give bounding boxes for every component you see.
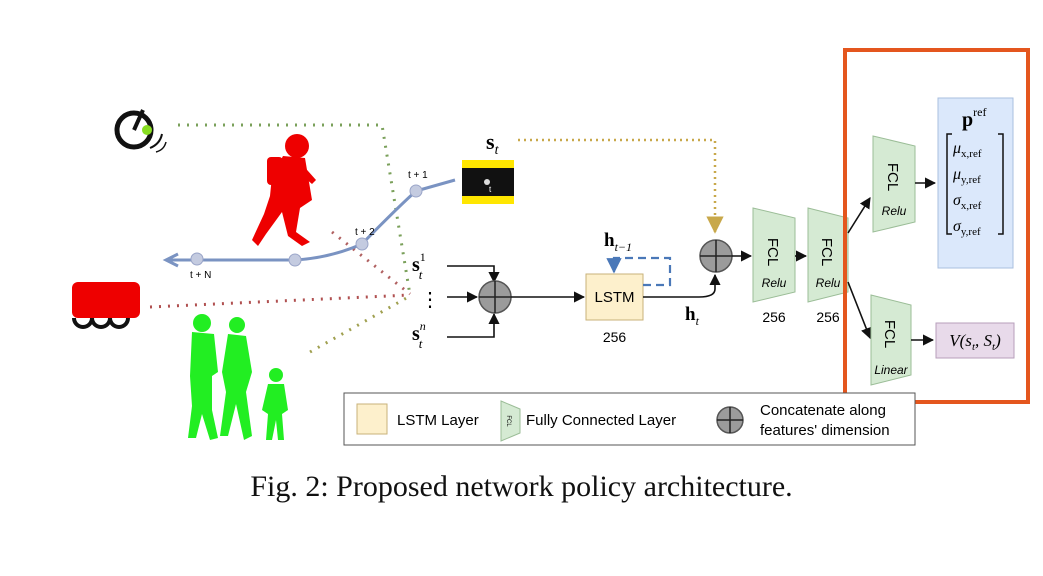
fcl2-size: 256 (816, 309, 840, 325)
legend-lstm-swatch (356, 403, 388, 435)
architecture-diagram: t + 1 t + 2 t + N (72, 48, 1030, 446)
traj-label-tN: t + N (190, 270, 211, 281)
arrow-s1-to-concat (447, 265, 500, 284)
fcl2-activation: Relu (816, 276, 841, 290)
fcl1-size: 256 (762, 309, 786, 325)
lstm-size: 256 (603, 329, 627, 345)
observation-line-robot (149, 293, 411, 309)
figure-caption: Fig. 2: Proposed network policy architec… (250, 470, 793, 503)
fcl2-label: FCL (818, 238, 835, 266)
trajectory-arrowhead (162, 252, 179, 268)
fcl1-activation: Relu (762, 276, 787, 290)
concat-node-2 (699, 239, 733, 273)
fcl-policy-label: FCL (884, 163, 901, 191)
legend-concat-icon (716, 406, 744, 434)
arrow-to-value-head (847, 281, 872, 340)
concat-node-1 (478, 280, 512, 314)
traj-label-t1: t + 1 (408, 170, 428, 181)
observation-line-red (331, 230, 411, 296)
arrow-to-policy-head (847, 197, 871, 234)
trajectory-node-t1 (409, 184, 423, 198)
fcl-value-label: FCL (881, 320, 898, 348)
fcl-value-block (870, 294, 912, 386)
map-label-t: t (489, 185, 492, 194)
goal-icon (114, 109, 167, 153)
vector-bracket-right (998, 133, 1004, 235)
fcl-policy-block (872, 135, 916, 233)
recurrent-loop (606, 256, 672, 287)
value-output-box (935, 322, 1015, 359)
pref-label: pref (962, 105, 986, 131)
legend-fcl-icon-label: FCL (505, 415, 511, 427)
sigma-y-label: σy,ref (953, 218, 981, 238)
vector-bracket-left (946, 133, 952, 235)
fcl1-label: FCL (764, 238, 781, 266)
fcl-policy-activation: Relu (882, 204, 907, 218)
pedestrian-green-group (188, 314, 288, 440)
legend-concat-label-1: Concatenate along (760, 402, 886, 419)
traj-label-t2: t + 2 (355, 227, 375, 238)
lstm-label: LSTM (594, 289, 634, 306)
output-heads-highlight (843, 48, 1030, 404)
lstm-block (585, 273, 644, 321)
trajectory-node (288, 253, 302, 267)
local-map-icon: t (462, 160, 514, 204)
fcl-block-2 (807, 207, 849, 303)
hidden-prev-label: ht−1 (604, 230, 632, 254)
mu-x-label: μx,ref (952, 140, 982, 160)
legend-concat-label-2: features' dimension (760, 422, 890, 439)
fcl-block-1 (752, 207, 796, 303)
robot-icon (72, 282, 140, 329)
trajectory-node-tN (190, 252, 204, 266)
fcl-value-activation: Linear (874, 363, 908, 377)
value-output-label: V(st, St) (949, 331, 1001, 353)
arrow-sn-to-concat (447, 312, 500, 338)
pedestrian-red-silhouette (252, 134, 316, 246)
sigma-x-label: σx,ref (953, 192, 982, 212)
hidden-label: ht (685, 304, 700, 328)
state-to-concat-line (518, 138, 724, 234)
ellipsis-label: ⋮ (420, 289, 440, 311)
legend-fcl-swatch (500, 400, 521, 442)
legend: LSTM Layer FCL Fully Connected Layer Con… (343, 392, 916, 446)
trajectory-node-t2 (355, 237, 369, 251)
legend-fcl-label: Fully Connected Layer (526, 412, 676, 429)
observation-line-green (309, 294, 411, 354)
pref-output-box (937, 97, 1014, 269)
state-label: st (486, 129, 500, 158)
arrow-lstm-to-concat2 (643, 273, 721, 298)
mu-y-label: μy,ref (952, 166, 981, 186)
legend-lstm-label: LSTM Layer (397, 412, 479, 429)
scene-illustration: t + 1 t + 2 t + N (72, 109, 514, 440)
